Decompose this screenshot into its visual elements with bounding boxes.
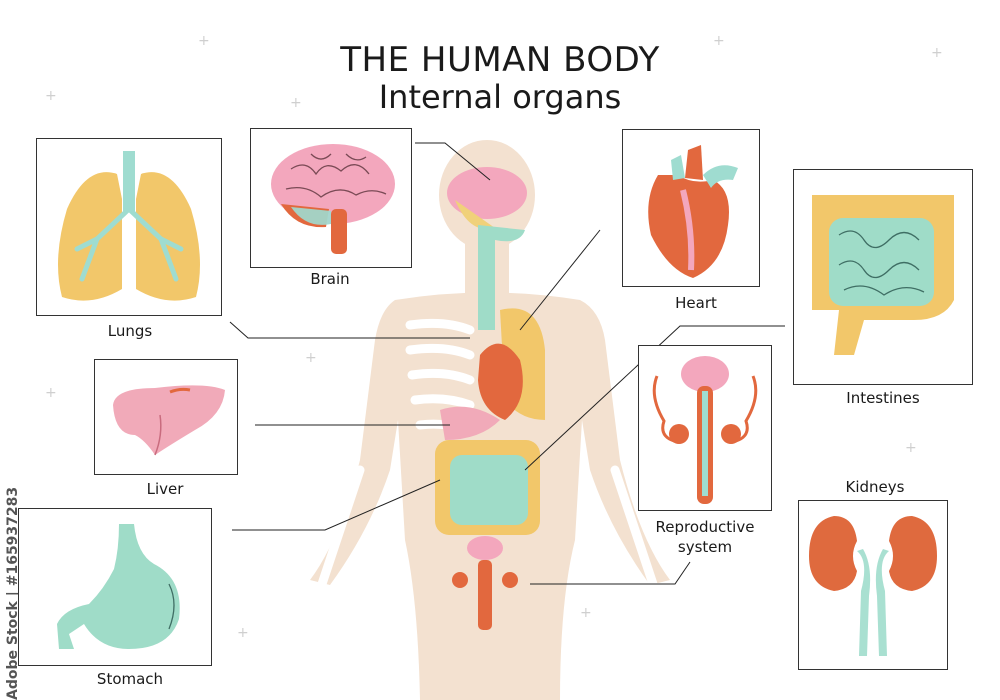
decor-plus: + xyxy=(237,625,249,641)
lungs-label: Lungs xyxy=(90,322,170,340)
reproductive-panel xyxy=(638,345,772,511)
decor-plus: + xyxy=(580,605,592,621)
decor-plus: + xyxy=(931,45,943,61)
reproductive-label-line1: Reproductive xyxy=(640,518,770,536)
reproductive-icon xyxy=(639,346,771,510)
decor-plus: + xyxy=(198,33,210,49)
intestines-panel xyxy=(793,169,973,385)
stomach-panel xyxy=(18,508,212,666)
decor-plus: + xyxy=(905,440,917,456)
decor-plus: + xyxy=(45,88,57,104)
kidneys-icon xyxy=(799,501,947,669)
reproductive-label-line2: system xyxy=(640,538,770,556)
stomach-icon xyxy=(19,509,211,665)
brain-icon xyxy=(251,129,411,267)
liver-label: Liver xyxy=(125,480,205,498)
brain-label: Brain xyxy=(290,270,370,288)
heart-icon xyxy=(623,130,759,286)
decor-plus: + xyxy=(290,95,302,111)
liver-icon xyxy=(95,360,237,474)
heart-panel xyxy=(622,129,760,287)
intestines-label: Intestines xyxy=(838,389,928,407)
heart-label: Heart xyxy=(656,294,736,312)
decor-plus: + xyxy=(305,350,317,366)
decor-plus: + xyxy=(45,385,57,401)
intestines-icon xyxy=(794,170,972,384)
brain-panel xyxy=(250,128,412,268)
kidneys-label: Kidneys xyxy=(835,478,915,496)
stomach-label: Stomach xyxy=(90,670,170,688)
lungs-panel xyxy=(36,138,222,316)
liver-panel xyxy=(94,359,238,475)
small-intestine-in-body xyxy=(450,455,528,525)
brain-in-body xyxy=(447,167,527,219)
decor-plus: + xyxy=(713,33,725,49)
kidneys-panel xyxy=(798,500,948,670)
lungs-icon xyxy=(37,139,221,315)
